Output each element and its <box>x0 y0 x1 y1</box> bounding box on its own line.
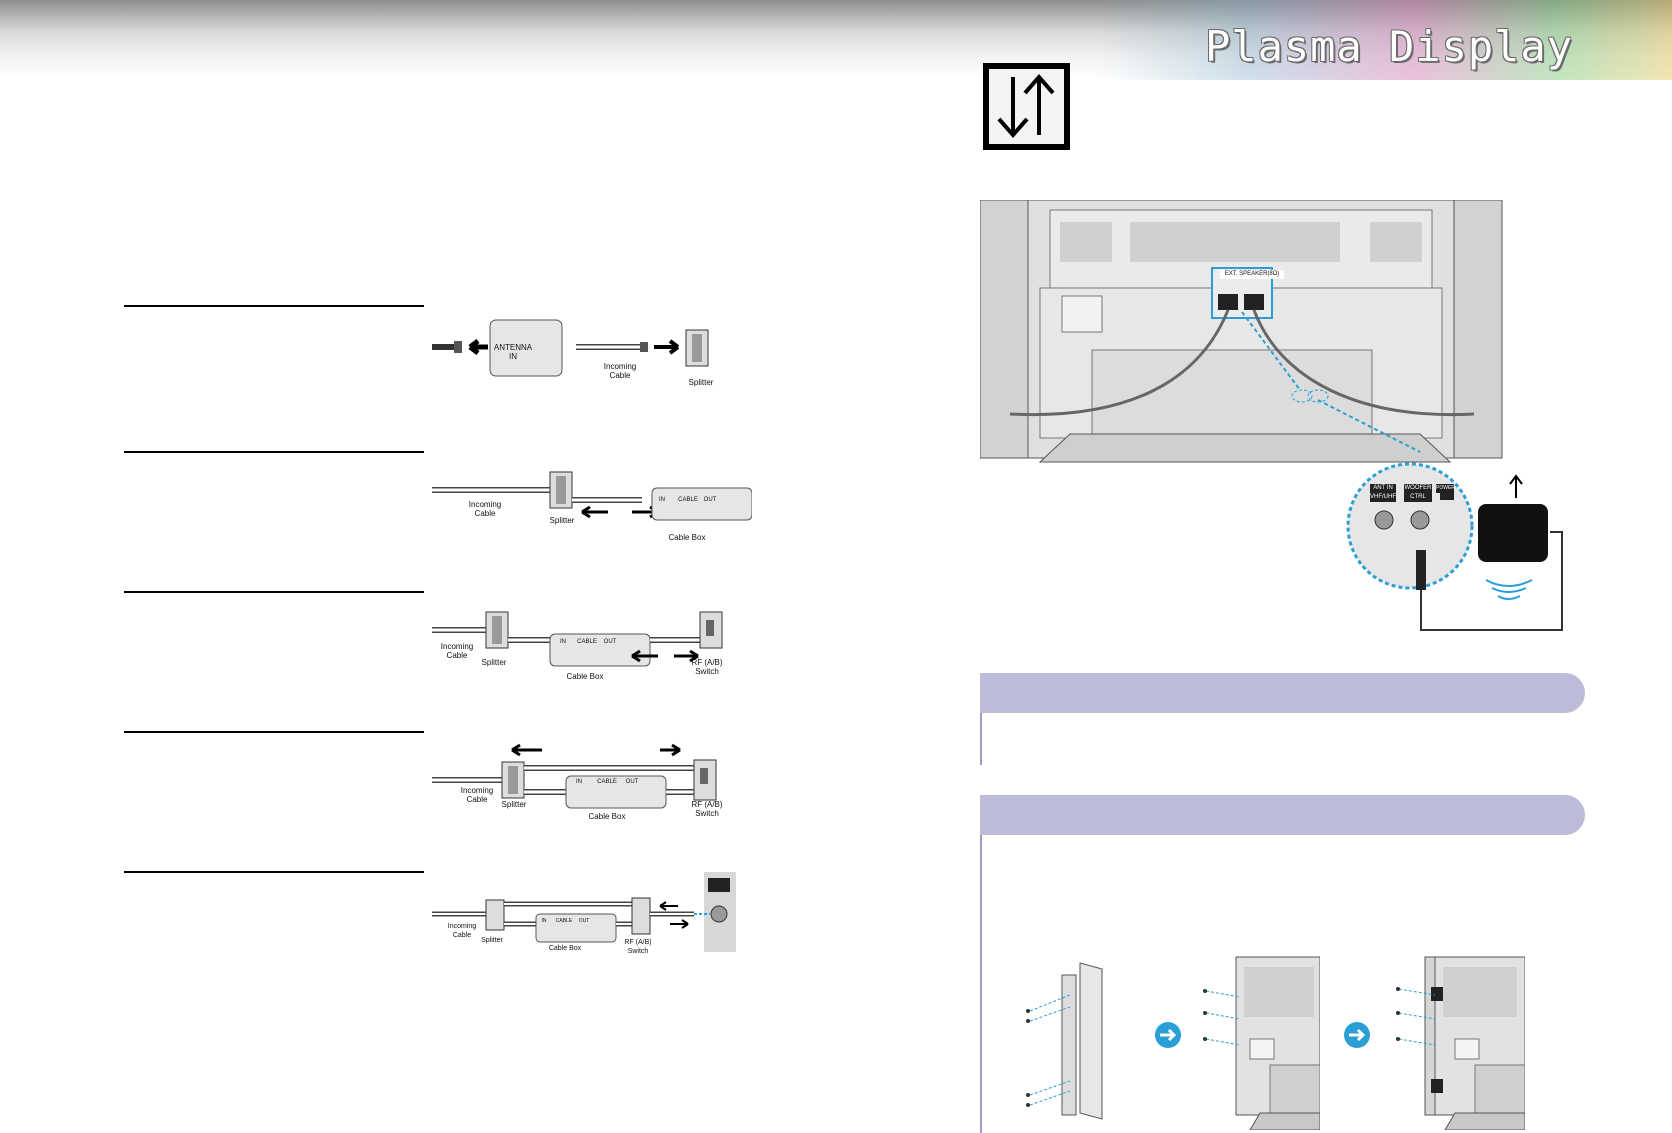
label-ant-in: ANT IN VHF/UHF <box>1370 484 1396 502</box>
bracket-step-2-diagram <box>1203 956 1320 1130</box>
diagram-antenna-splitter <box>432 319 709 377</box>
label-out-2: OUT <box>703 497 717 503</box>
label-out-4: OUT <box>625 779 639 785</box>
label-incoming-cable: Incoming Cable <box>603 362 637 380</box>
label-cable-3: CABLE <box>577 639 597 645</box>
section-line-1 <box>980 713 982 765</box>
section-bar-1 <box>980 673 1585 713</box>
label-rf-switch-5: RF (A/B) Switch <box>624 939 652 955</box>
label-power: POWER <box>1436 484 1455 493</box>
label-in-4: IN <box>576 779 582 785</box>
label-incoming-cable-5: Incoming Cable <box>447 923 477 939</box>
label-in-2: IN <box>659 497 665 503</box>
label-splitter-3: Splitter <box>481 658 507 667</box>
section-rule-3 <box>124 591 424 593</box>
label-cable-5: CABLE <box>555 918 573 924</box>
section-bar-2 <box>980 795 1585 835</box>
label-cable-box-4: Cable Box <box>588 812 626 821</box>
page-title: Plasma Display <box>1205 22 1574 71</box>
bracket-step-3-diagram <box>1396 956 1525 1130</box>
label-antenna-in: ANTENNA IN <box>493 343 533 361</box>
tv-rear-panel-diagram <box>980 200 1563 631</box>
label-rf-switch-3: RF (A/B) Switch <box>691 658 723 676</box>
header-banner <box>0 0 1672 80</box>
label-out-5: OUT <box>578 918 590 924</box>
label-woofer: WOOFER CTRL <box>1404 484 1432 502</box>
section-rule-5 <box>124 871 424 873</box>
label-incoming-cable-2: Incoming Cable <box>468 500 502 518</box>
label-cable-box-3: Cable Box <box>566 672 604 681</box>
label-splitter-5: Splitter <box>481 937 503 944</box>
label-out-3: OUT <box>603 639 617 645</box>
label-ext-speaker: EXT. SPEAKER(8Ω) <box>1220 270 1284 279</box>
arrow-right-icon-2 <box>1344 1022 1370 1048</box>
label-in-3: IN <box>560 639 566 645</box>
header-art <box>1100 0 1672 80</box>
label-incoming-cable-3: Incoming Cable <box>440 642 474 660</box>
arrow-right-icon <box>1155 1022 1181 1048</box>
label-incoming-cable-4: Incoming Cable <box>460 786 494 804</box>
bracket-step-1-diagram <box>1026 962 1103 1120</box>
label-cable-box-5: Cable Box <box>548 945 582 952</box>
label-splitter-4: Splitter <box>501 800 527 809</box>
label-splitter-2: Splitter <box>549 516 575 525</box>
label-rf-switch-4: RF (A/B) Switch <box>691 800 723 818</box>
diagram-rfswitch-tv <box>432 872 736 952</box>
section-rule-4 <box>124 731 424 733</box>
section-rule-2 <box>124 451 424 453</box>
section-rule-1 <box>124 305 424 307</box>
diagram-splitter-cablebox <box>432 471 752 521</box>
diagram-bypass-cablebox <box>432 743 717 809</box>
label-cable-2: CABLE <box>678 497 698 503</box>
label-in-5: IN <box>541 918 547 924</box>
diagram-cablebox-rfswitch <box>432 611 723 667</box>
label-cable-4: CABLE <box>597 779 617 785</box>
section-line-2 <box>980 835 982 1133</box>
label-splitter: Splitter <box>688 378 714 387</box>
label-cable-box-2: Cable Box <box>668 533 706 542</box>
swap-arrows-icon <box>983 63 1070 150</box>
